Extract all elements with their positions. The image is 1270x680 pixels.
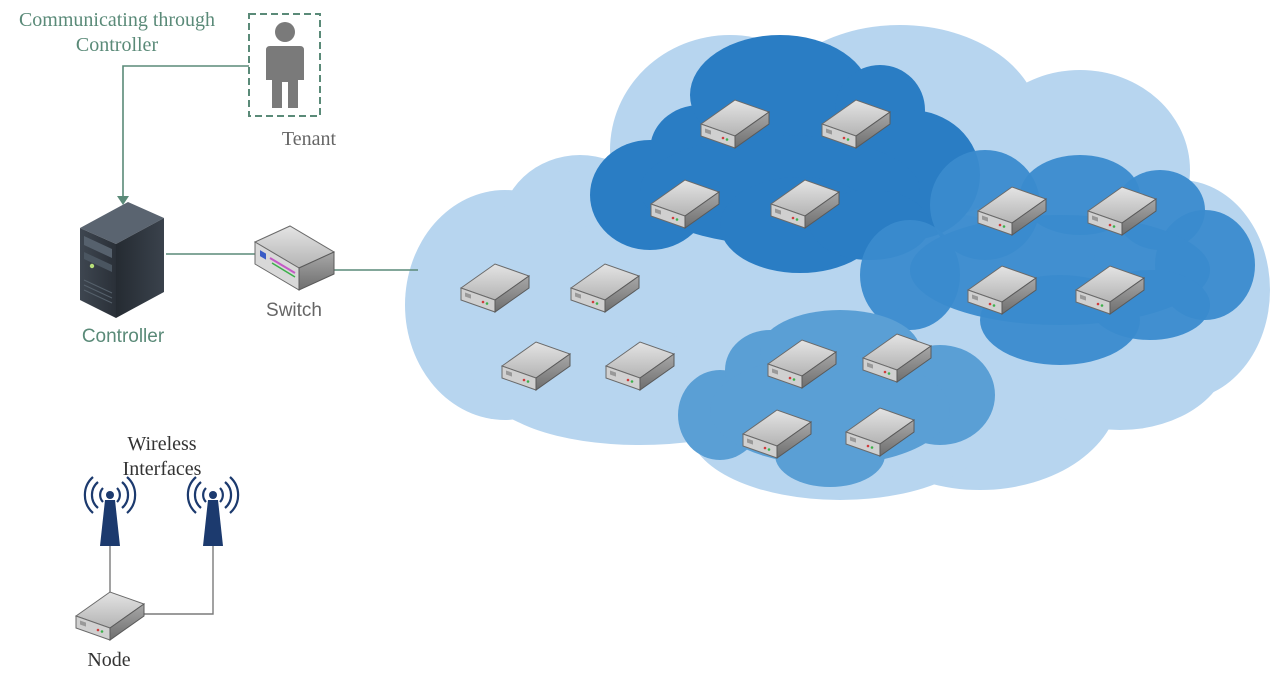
antenna-icon <box>83 476 137 546</box>
tenant-box <box>248 13 321 117</box>
switch[interactable] <box>253 225 336 291</box>
person-icon <box>266 22 304 108</box>
tenant-label: Tenant <box>282 128 337 150</box>
communicating-label-line2: Controller <box>76 34 159 56</box>
controller-server[interactable] <box>80 202 164 318</box>
wireless-label-line1: Wireless <box>127 433 196 455</box>
wireless-label-line2: Interfaces <box>123 458 202 480</box>
arrowhead-icon <box>117 196 129 205</box>
antenna-right <box>186 476 240 546</box>
node[interactable] <box>75 591 145 641</box>
server-icon <box>80 202 164 318</box>
controller-label: Controller <box>82 326 165 347</box>
tenant-controller-link <box>122 65 249 203</box>
switch-label: Switch <box>266 300 322 321</box>
communicating-label-line1: Communicating through <box>19 9 215 31</box>
antenna-left <box>83 476 137 546</box>
antenna-icon <box>186 476 240 546</box>
router-icon <box>75 591 145 641</box>
tenant[interactable] <box>248 13 321 117</box>
node-antenna2-link <box>141 546 214 615</box>
network-switch-icon <box>253 225 336 291</box>
node-label: Node <box>87 649 130 671</box>
